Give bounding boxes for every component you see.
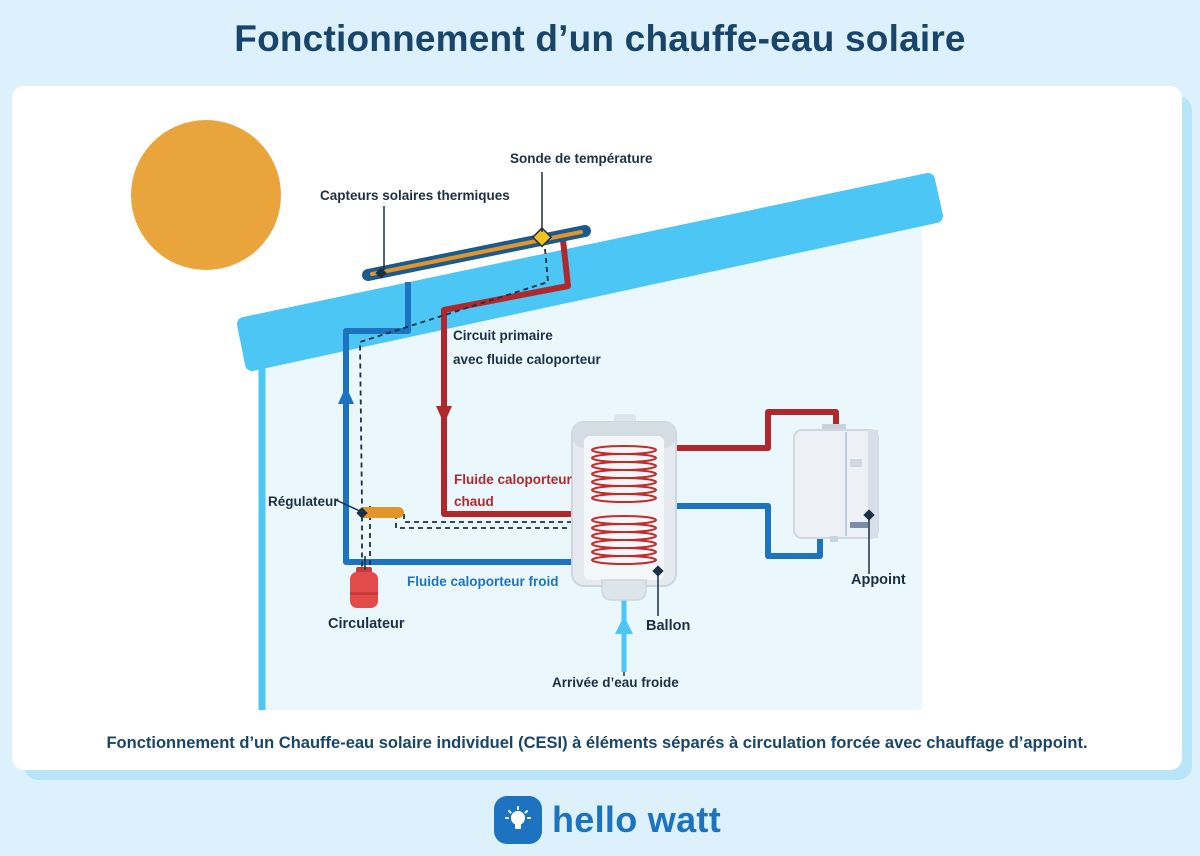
sun: [131, 120, 281, 270]
cold-circuit-pipe: [343, 282, 594, 565]
temperature-probe: [531, 227, 553, 248]
solar-water-heater-diagram: [131, 120, 943, 710]
label-ballon: Ballon: [646, 618, 691, 634]
cold-water-arrow: [615, 616, 633, 634]
label-fluide-froid: Fluide caloporteur froid: [407, 574, 559, 589]
label-fluide-chaud-2: chaud: [454, 494, 494, 509]
flow-arrow-up: [338, 386, 354, 404]
diagram-card: Capteurs solaires thermiques Sonde de te…: [12, 86, 1182, 770]
label-arrivee: Arrivée d’eau froide: [552, 675, 679, 690]
label-capteurs: Capteurs solaires thermiques: [320, 188, 510, 203]
circulator: [350, 572, 378, 608]
ballon-inner: [584, 436, 664, 580]
hot-circuit-pipe: [441, 239, 594, 517]
label-circulateur: Circulateur: [328, 616, 405, 632]
appoint-cold-pipe: [672, 503, 823, 559]
label-circuit-primaire-1: Circuit primaire: [453, 328, 553, 343]
page-title: Fonctionnement d’un chauffe-eau solaire: [234, 18, 966, 59]
appoint-boiler-top: [822, 424, 846, 432]
roof: [237, 173, 943, 371]
ballon-base: [601, 579, 647, 601]
regulator: [358, 507, 404, 518]
leader-lines: [335, 172, 870, 676]
sensor-wire: [359, 248, 549, 574]
ballon-sensor-wire-2: [403, 514, 582, 523]
appoint-hot-pipe: [672, 409, 839, 451]
label-circuit-primaire-2: avec fluide caloporteur: [453, 352, 601, 367]
appoint-boiler: [793, 429, 879, 539]
diagram-caption: Fonctionnement d’un Chauffe-eau solaire …: [106, 734, 1088, 752]
flow-arrow-down: [436, 406, 452, 424]
lightbulb-icon: [494, 796, 542, 844]
brand-name: hello watt: [552, 799, 722, 840]
label-regulateur: Régulateur: [268, 494, 339, 509]
brand-logo: hello watt: [494, 796, 721, 844]
heat-exchanger-coil: [591, 445, 657, 565]
label-appoint: Appoint: [851, 572, 906, 588]
label-fluide-chaud-1: Fluide caloporteur: [454, 472, 572, 487]
ballon-sensor-wire: [395, 514, 582, 529]
label-sonde: Sonde de température: [510, 151, 653, 166]
leader-dots: [356, 267, 875, 577]
